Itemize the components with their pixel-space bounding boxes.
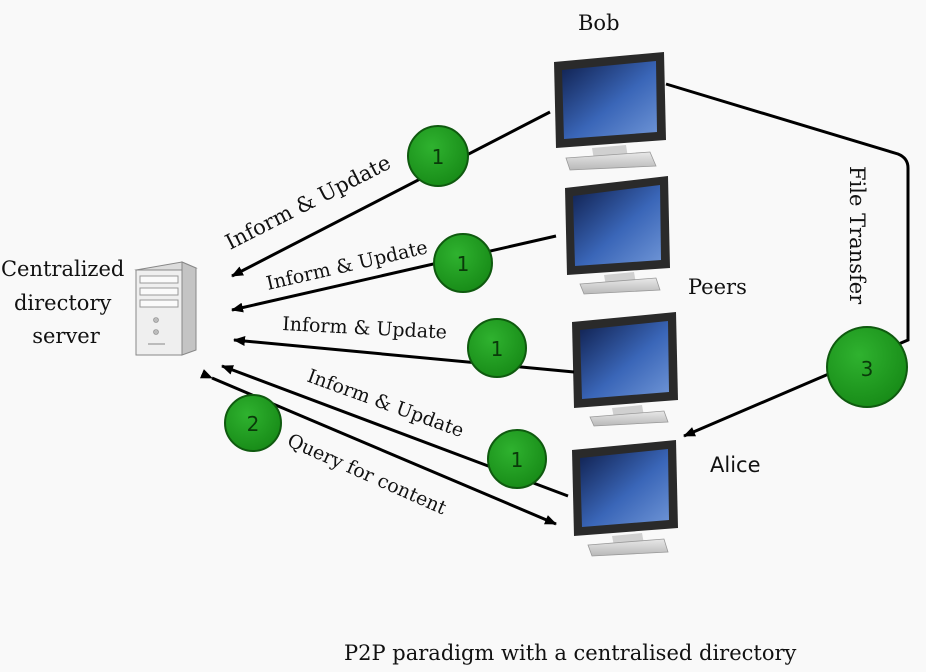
monitor-alice-icon bbox=[572, 440, 678, 557]
label-inform-alice: Inform & Update bbox=[304, 365, 466, 442]
svg-text:1: 1 bbox=[511, 448, 524, 472]
svg-text:3: 3 bbox=[861, 357, 874, 381]
monitor-peer-2-icon bbox=[572, 312, 678, 427]
svg-text:1: 1 bbox=[457, 252, 470, 276]
step-1-peer-1-badge: 1 bbox=[433, 233, 493, 293]
monitor-peer-1-icon bbox=[565, 176, 670, 295]
label-peers: Peers bbox=[688, 275, 747, 299]
label-file-transfer: File Transfer bbox=[845, 166, 869, 305]
label-inform-bob: Inform & Update bbox=[221, 150, 394, 254]
diagram-caption: P2P paradigm with a centralised director… bbox=[344, 641, 797, 665]
arrow-inform-peer-1 bbox=[231, 234, 557, 313]
step-1-alice-badge: 1 bbox=[487, 429, 547, 489]
svg-text:1: 1 bbox=[491, 337, 504, 361]
step-1-bob-badge: 1 bbox=[407, 125, 469, 187]
label-alice: Alice bbox=[710, 453, 761, 477]
label-inform-peer-2: Inform & Update bbox=[282, 313, 448, 344]
svg-text:2: 2 bbox=[247, 412, 260, 436]
label-bob: Bob bbox=[578, 11, 620, 35]
step-2-query-badge: 2 bbox=[224, 394, 282, 452]
server-icon bbox=[134, 261, 198, 356]
path-file-transfer bbox=[665, 82, 910, 438]
monitor-bob-icon bbox=[554, 52, 666, 171]
server-label: Centralized directory server bbox=[1, 257, 131, 348]
step-3-transfer-badge: 3 bbox=[826, 326, 908, 408]
svg-text:1: 1 bbox=[432, 145, 445, 169]
step-1-peer-2-badge: 1 bbox=[467, 318, 527, 378]
arrow-inform-bob bbox=[231, 110, 551, 278]
